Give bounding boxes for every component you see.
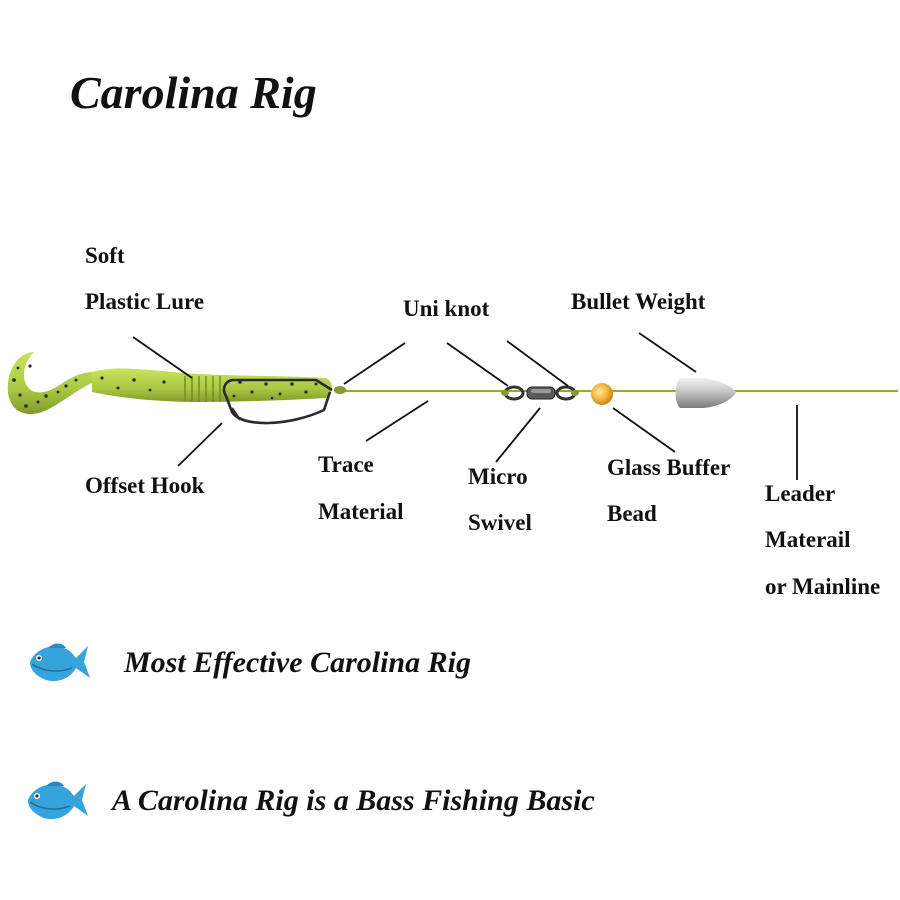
lure-tail xyxy=(7,352,95,415)
pointer-micro-swivel xyxy=(495,407,541,463)
pointer-trace-material xyxy=(365,400,429,442)
hook-barb xyxy=(231,407,241,421)
feature-item-1: Most Effective Carolina Rig xyxy=(26,640,471,686)
label-trace: Trace xyxy=(318,452,374,477)
lure-ribs xyxy=(184,376,221,402)
pointer-bullet-weight xyxy=(638,332,697,373)
soft-plastic-lure xyxy=(7,352,332,415)
label-glass-buffer: Glass Buffer xyxy=(607,455,731,480)
fish-icon xyxy=(28,781,88,820)
label-materail: Materail xyxy=(765,527,851,552)
micro-swivel xyxy=(501,385,579,401)
feature-item-2: A Carolina Rig is a Bass Fishing Basic xyxy=(24,778,595,824)
label-swivel: Swivel xyxy=(468,510,532,535)
feature-text: Most Effective Carolina Rig xyxy=(124,646,471,679)
feature-text: A Carolina Rig is a Bass Fishing Basic xyxy=(112,784,595,817)
pointer-uni-knot-left xyxy=(343,342,406,385)
lure-body xyxy=(92,368,332,402)
pointer-uni-knot-mid xyxy=(446,342,509,387)
label-offset-hook: Offset Hook xyxy=(85,473,205,498)
label-bullet-weight: Bullet Weight xyxy=(571,289,706,314)
page-title: Carolina Rig xyxy=(70,67,317,118)
pointer-soft-plastic-lure xyxy=(132,336,193,379)
fish-icon xyxy=(30,643,90,682)
pointer-glass-buffer-bead xyxy=(612,407,676,453)
label-plastic-lure: Plastic Lure xyxy=(85,289,205,314)
pointer-uni-knot-right xyxy=(506,340,569,387)
label-trace-material: Material xyxy=(318,499,404,524)
offset-hook xyxy=(222,378,333,425)
bullet-weight xyxy=(675,378,736,408)
label-uni-knot: Uni knot xyxy=(403,296,490,321)
pointer-lines xyxy=(132,332,798,480)
label-or-mainline: or Mainline xyxy=(765,574,881,599)
label-soft: Soft xyxy=(85,243,125,268)
uni-knot-lure xyxy=(334,386,346,394)
pointer-offset-hook xyxy=(177,422,223,467)
label-bead: Bead xyxy=(607,501,657,526)
lure-speckles xyxy=(12,364,318,408)
label-micro: Micro xyxy=(468,464,528,489)
label-leader: Leader xyxy=(765,481,836,506)
glass-buffer-bead xyxy=(591,383,613,405)
